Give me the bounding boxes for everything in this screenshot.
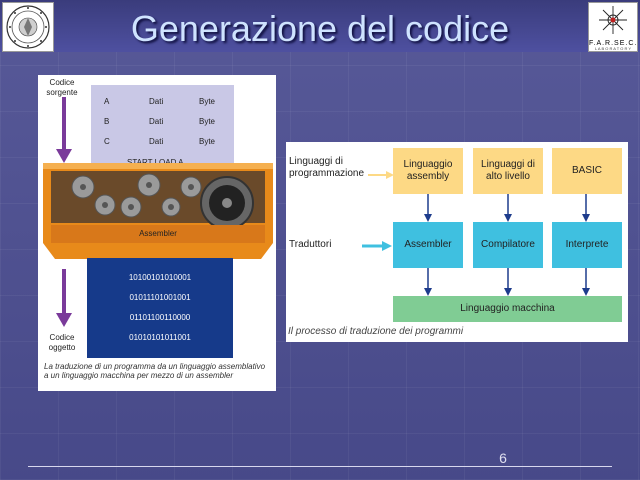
- right-figure-caption: Il processo di traduzione dei programmi: [288, 326, 464, 337]
- gears-icon: [43, 163, 273, 259]
- table-cell: Dati: [149, 117, 164, 126]
- binary-line: 10100101010001: [128, 273, 192, 282]
- university-seal-logo: [2, 2, 54, 52]
- binary-line: 01101100110000: [129, 313, 191, 322]
- farsec-logo-text: F.A.R.SE.C.: [589, 40, 638, 47]
- translator-box-interpreter: Interprete: [552, 222, 622, 268]
- row-label-translators: Traduttori: [289, 239, 332, 250]
- assembler-illustration: Codice sorgente A Dati Byte B Dati Byte …: [38, 75, 276, 391]
- source-code-table: A Dati Byte B Dati Byte C Dati Byte STAR…: [91, 85, 234, 170]
- assembler-machine: Assembler: [43, 163, 273, 259]
- translator-box-assembler: Assembler: [393, 222, 463, 268]
- table-cell: Byte: [199, 97, 216, 106]
- slide-title: Generazione del codice: [130, 8, 510, 49]
- output-box-machine-language: Linguaggio macchina: [393, 296, 622, 322]
- table-cell: B: [104, 117, 110, 126]
- assembler-machine-label: Assembler: [139, 229, 177, 238]
- start-load-line: START LOAD A: [127, 158, 184, 167]
- table-cell: A: [104, 97, 110, 106]
- footer-divider: [28, 466, 612, 467]
- language-box-assembly: Linguaggio assembly: [393, 148, 463, 194]
- slide-header: Generazione del codice F.A.R.SE.C. L A B…: [0, 0, 640, 52]
- translator-box-compiler: Compilatore: [473, 222, 543, 268]
- left-figure-caption: La traduzione di un programma da un ling…: [44, 362, 266, 380]
- farsec-logo: F.A.R.SE.C. L A B O R A T O R Y: [588, 2, 638, 52]
- object-code-label: Codice oggetto: [48, 333, 76, 352]
- table-cell: C: [104, 137, 110, 146]
- binary-line: 01010101011001: [129, 333, 191, 342]
- object-arrow-icon: [56, 269, 72, 327]
- source-code-label: Codice sorgente: [46, 78, 78, 97]
- language-box-high-level: Linguaggi di alto livello: [473, 148, 543, 194]
- flow-arrows: [362, 171, 590, 296]
- table-cell: Dati: [149, 97, 164, 106]
- table-cell: Dati: [149, 137, 164, 146]
- language-box-basic: BASIC: [552, 148, 622, 194]
- binary-line: 01011101001001: [129, 293, 191, 302]
- table-cell: Byte: [199, 137, 216, 146]
- farsec-logo-subtext: L A B O R A T O R Y: [594, 46, 632, 51]
- page-number: 6: [499, 450, 507, 466]
- source-arrow-icon: [56, 97, 72, 163]
- table-cell: Byte: [199, 117, 216, 126]
- translation-process-diagram: Linguaggi di programmazione Traduttori L…: [286, 142, 628, 342]
- object-code-block: 10100101010001 01011101001001 0110110011…: [87, 258, 233, 358]
- row-label-languages: Linguaggi di programmazione: [289, 156, 365, 179]
